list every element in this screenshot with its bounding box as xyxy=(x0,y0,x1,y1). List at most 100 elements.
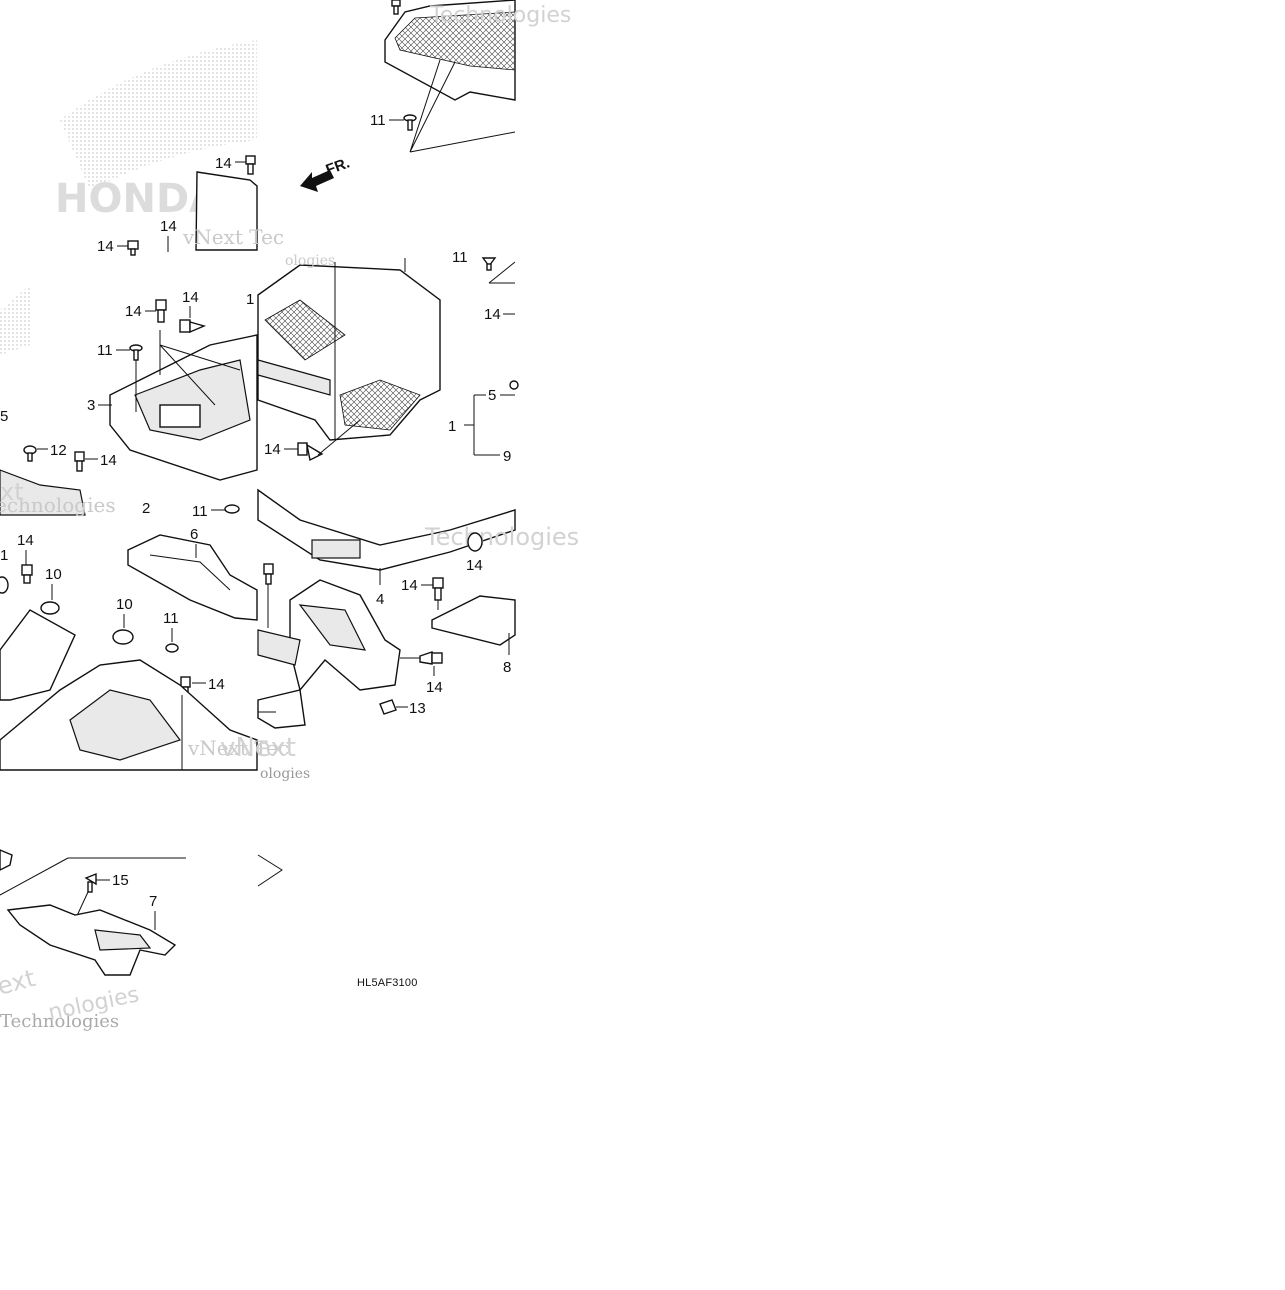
duct-inner-detail xyxy=(298,604,367,651)
front-direction-label: FR. xyxy=(324,155,353,179)
clip-fastener-icon xyxy=(21,564,33,584)
tile-lower-center: Technologies 4 14 14 8 14 13 xyxy=(220,488,579,782)
watermark-technologies-bottom: Technologies xyxy=(0,1011,119,1032)
honda-wing-watermark xyxy=(60,40,257,190)
screw-icon xyxy=(23,445,37,462)
callout-14: 14 xyxy=(264,441,281,458)
callout-5: 5 xyxy=(488,387,496,404)
callout-fragment: 1 xyxy=(246,291,254,308)
clip-fastener-icon xyxy=(155,299,167,323)
callout-12: 12 xyxy=(50,442,67,459)
watermark-vnext-tec-1: vNext Tec xyxy=(182,225,284,249)
clip-nut-icon xyxy=(379,699,397,715)
callout-14: 14 xyxy=(466,557,483,574)
under-cover-part xyxy=(6,904,177,976)
watermark-vnext-lower: vNext xyxy=(220,733,296,763)
side-panel-part xyxy=(195,171,258,251)
air-duct-part xyxy=(127,534,258,621)
watermark-technologies-mid: Technologies xyxy=(424,523,579,551)
watermark-ologies-lower: ologies xyxy=(260,766,310,782)
callout-14: 14 xyxy=(17,532,34,549)
callout-11: 11 xyxy=(370,112,386,129)
grommet-icon xyxy=(40,601,60,615)
callout-15: 15 xyxy=(112,872,129,889)
honda-logo-watermark: HONDA xyxy=(55,176,220,222)
floor-tray-recess xyxy=(69,689,181,761)
bracket-group xyxy=(464,394,500,456)
tile-top-middle: Technologies 11 FR. xyxy=(300,0,571,192)
callout-11: 11 xyxy=(97,342,113,359)
console-box-detail xyxy=(159,404,201,428)
leader-lines xyxy=(488,261,516,284)
grommet-icon xyxy=(112,629,134,645)
callout-9: 9 xyxy=(503,448,511,465)
callout-14: 14 xyxy=(125,303,142,320)
callout-14: 14 xyxy=(160,218,177,235)
callout-10: 10 xyxy=(116,596,133,613)
watermark-vnext-tec-2: vNext Tec xyxy=(187,736,289,760)
screw-icon xyxy=(481,257,497,271)
duct-flap-detail xyxy=(257,629,301,666)
group-bracket xyxy=(464,394,500,456)
callout-14: 14 xyxy=(208,676,225,693)
clip-fastener-icon xyxy=(432,577,444,601)
screw-icon xyxy=(224,504,240,514)
callout-fragment: 5 xyxy=(0,408,8,425)
floor-mat-mesh-right xyxy=(339,379,421,431)
tile-bottom-left: 15 7 ext Technologies nologies xyxy=(0,849,283,1032)
callout-11: 11 xyxy=(163,610,179,627)
watermark-ext: ext xyxy=(0,964,38,1001)
watermark-vnext-left: xt xyxy=(0,478,24,506)
leader-lines-fasteners xyxy=(409,59,516,153)
floor-tray-fragment xyxy=(0,469,86,516)
callout-14: 14 xyxy=(100,452,117,469)
tile-top-left: HONDA vNext Tec 14 14 14 xyxy=(55,40,284,256)
grommet-icon xyxy=(467,532,483,552)
tile-lower-left: 2 11 6 1 14 10 10 11 14 v xyxy=(0,478,289,771)
callout-14: 14 xyxy=(97,238,114,255)
floor-mesh-texture xyxy=(394,11,516,71)
honda-wing-watermark-fragment xyxy=(0,285,30,355)
callout-14: 14 xyxy=(401,577,418,594)
screw-icon xyxy=(403,114,417,131)
cover-seal-part xyxy=(257,689,306,729)
screw-icon xyxy=(84,872,97,893)
grommet-icon xyxy=(0,576,9,594)
leader-line xyxy=(317,419,361,456)
callout-14: 14 xyxy=(182,289,199,306)
screw-icon xyxy=(129,344,143,361)
clip-fastener-icon xyxy=(245,155,256,175)
clip-fastener-icon xyxy=(74,451,85,472)
part-fragment xyxy=(0,849,13,871)
callout-14: 14 xyxy=(484,306,501,323)
tile-middle-left: 14 14 11 3 5 12 14 echnologies xyxy=(0,285,258,517)
floor-mat-ribs xyxy=(257,359,331,396)
floor-cover-plate-part xyxy=(431,595,516,646)
leader-line xyxy=(0,857,69,896)
callout-4: 4 xyxy=(376,591,384,608)
floor-mat-mesh-left xyxy=(264,299,346,361)
callout-13: 13 xyxy=(409,700,426,717)
callout-10: 10 xyxy=(45,566,62,583)
under-cover-detail xyxy=(94,929,152,951)
tile-middle-right: 11 14 1 5 9 xyxy=(448,249,519,465)
callout-1: 1 xyxy=(448,418,456,435)
leader-lines-fasteners xyxy=(159,330,241,406)
watermark-echnologies: echnologies xyxy=(0,493,116,517)
callout-8: 8 xyxy=(503,659,511,676)
callout-2: 2 xyxy=(142,500,150,517)
tile-center: ologies 1 14 xyxy=(246,253,441,462)
callout-14: 14 xyxy=(426,679,443,696)
nut-icon xyxy=(509,380,519,390)
callout-7: 7 xyxy=(149,893,157,910)
callout-6: 6 xyxy=(190,526,198,543)
clip-fastener-icon xyxy=(391,0,401,15)
watermark-technologies-top: Technologies xyxy=(429,3,571,28)
callout-3: 3 xyxy=(87,397,95,414)
diagram-reference-code: HL5AF3100 xyxy=(357,977,418,989)
floor-tray-left-part xyxy=(0,609,76,701)
leader-line xyxy=(257,854,283,887)
push-rivet-icon xyxy=(419,651,443,665)
